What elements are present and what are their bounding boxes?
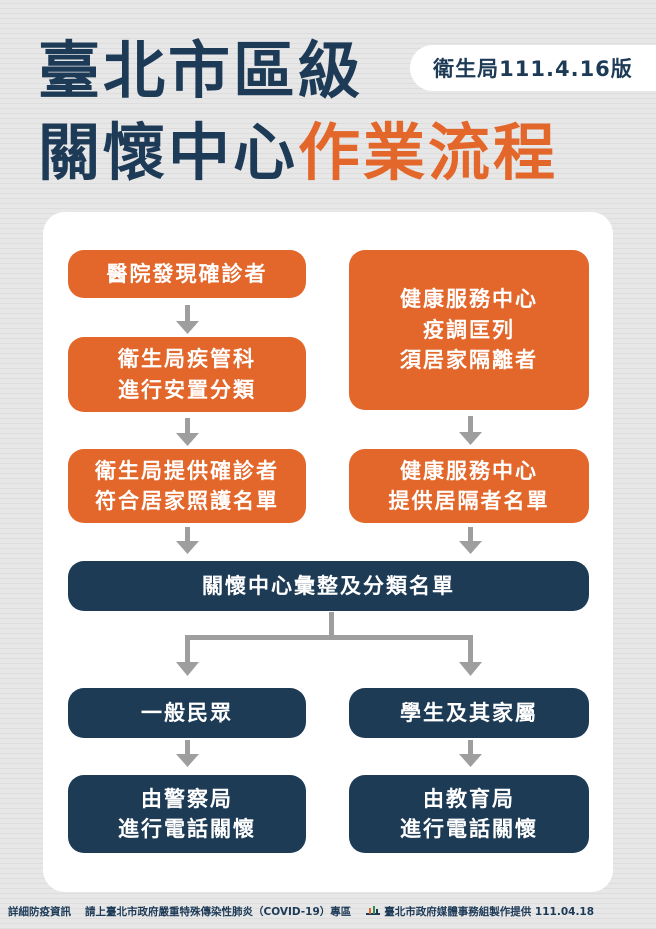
taipei-logo-icon <box>366 905 381 915</box>
step-health-center-line1: 健康服務中心 <box>400 287 538 312</box>
arrow-left-1 <box>176 305 199 334</box>
step-quarantine-list: 健康服務中心 提供居隔者名單 <box>349 449 589 523</box>
arrow-left-2 <box>176 418 199 446</box>
step-disease-control-line2: 進行安置分類 <box>118 377 256 402</box>
title-line-2-main: 關懷中心 <box>38 116 299 189</box>
branch-general-public-label: 一般民眾 <box>141 700 233 725</box>
step-quarantine-line2: 提供居隔者名單 <box>388 489 550 513</box>
step-disease-control-line1: 衛生局疾管科 <box>118 347 256 372</box>
step-health-center-line3: 須居家隔離者 <box>400 348 538 373</box>
branch-connector <box>176 612 482 676</box>
footer: 詳細防疫資訊 請上臺北市政府嚴重特殊傳染性肺炎（COVID-19）專區 臺北市政… <box>8 904 652 919</box>
step-home-care-line2: 符合居家照護名單 <box>95 489 279 513</box>
branch-students-families: 學生及其家屬 <box>349 688 589 738</box>
step-merge-label: 關懷中心彙整及分類名單 <box>202 573 455 598</box>
step-health-center-line2: 疫調匡列 <box>423 317 515 342</box>
arrow-bottom-right <box>459 740 482 767</box>
step-hospital-finds-case-label: 醫院發現確診者 <box>106 261 268 286</box>
arrow-right-2 <box>459 527 482 554</box>
action-police-line1: 由警察局 <box>141 786 233 811</box>
branch-general-public: 一般民眾 <box>68 688 306 738</box>
title-line-2-accent: 作業流程 <box>298 116 559 189</box>
action-police-line2: 進行電話關懷 <box>118 817 256 841</box>
footer-credit: 臺北市政府媒體事務組製作提供 111.04.18 <box>384 906 595 918</box>
title-line-2: 關懷中心作業流程 <box>38 122 558 184</box>
branch-students-families-label: 學生及其家屬 <box>400 700 538 725</box>
title-line-1: 臺北市區級 <box>38 34 364 107</box>
action-police-call: 由警察局 進行電話關懷 <box>68 775 306 853</box>
action-education-line2: 進行電話關懷 <box>400 817 538 841</box>
arrow-bottom-left <box>176 740 199 767</box>
version-badge: 衛生局111.4.16版 <box>410 45 656 91</box>
action-education-call: 由教育局 進行電話關懷 <box>349 775 589 853</box>
step-home-care-line1: 衛生局提供確診者 <box>95 458 279 483</box>
step-hospital-finds-case: 醫院發現確診者 <box>68 250 306 298</box>
arrow-left-3 <box>176 527 199 554</box>
arrow-right-1 <box>459 416 482 445</box>
step-home-care-list: 衛生局提供確診者 符合居家照護名單 <box>68 449 306 523</box>
footer-info-label: 詳細防疫資訊 <box>8 906 71 918</box>
step-quarantine-line1: 健康服務中心 <box>400 458 538 483</box>
footer-info-text: 請上臺北市政府嚴重特殊傳染性肺炎（COVID-19）專區 <box>85 906 352 918</box>
step-health-center-tracing: 健康服務中心 疫調匡列 須居家隔離者 <box>349 250 589 410</box>
step-merge-classify: 關懷中心彙整及分類名單 <box>68 561 589 611</box>
step-disease-control-placement: 衛生局疾管科 進行安置分類 <box>68 337 306 412</box>
action-education-line1: 由教育局 <box>423 786 515 811</box>
